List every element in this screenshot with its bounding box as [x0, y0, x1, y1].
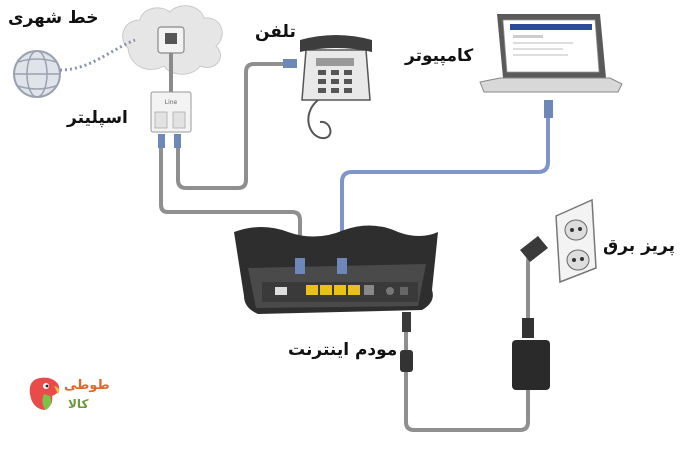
modem-plug-dsl: [295, 258, 305, 274]
splitter-plug-right: [174, 134, 181, 148]
laptop-icon: [479, 14, 623, 93]
ferrite-core: [400, 350, 413, 372]
power-outlet-icon: [555, 198, 597, 284]
wall-plug-icon: [520, 236, 548, 262]
splitter-label: اسپلیتر: [67, 108, 128, 128]
telephone-icon: [300, 35, 372, 140]
modem-power-plug: [402, 312, 411, 332]
modem-plug-lan: [337, 258, 347, 274]
wall-jack-icon: [157, 26, 185, 54]
modem-label: مودم اینترنت: [288, 340, 398, 360]
cable-laptop-modem: [340, 118, 550, 258]
city-line-label: خط شهری: [8, 8, 99, 28]
power-outlet-label: پریز برق: [603, 236, 675, 256]
telephone-label: تلفن: [255, 22, 296, 42]
cable-splitter-modem: [159, 148, 302, 258]
cable-splitter-phone: [176, 62, 290, 190]
logo-subtitle: کالا: [68, 397, 89, 411]
modem-icon: [234, 225, 438, 314]
logo-name: طوطی: [64, 378, 110, 393]
city-line-cable: [59, 38, 136, 72]
power-adapter-icon: [512, 318, 550, 390]
svg-text:Line: Line: [165, 99, 178, 106]
parrot-logo-icon: [29, 377, 60, 410]
power-cable: [404, 332, 530, 432]
splitter-icon: Line: [150, 91, 192, 133]
splitter-plug-left: [158, 134, 165, 148]
computer-label: کامپیوتر: [405, 46, 474, 66]
phone-plug: [283, 59, 297, 68]
laptop-plug: [544, 100, 553, 118]
globe-icon: [13, 50, 61, 98]
